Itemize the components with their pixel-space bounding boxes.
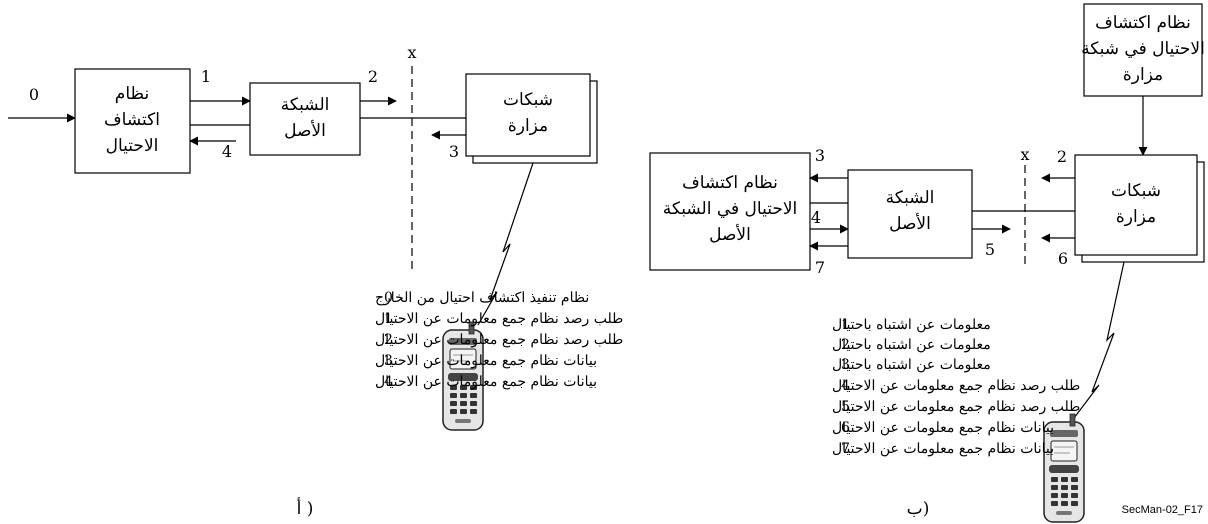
a-arrow-0-label: 0 (29, 85, 39, 104)
a-legend-text-3: بيانات نظام جمع معلومات عن الاحتيال (375, 353, 597, 369)
b-home-network-label-1: الشبكة (886, 188, 935, 208)
a-legend-num-2: 2 (384, 332, 393, 348)
b-visited-network-label-1: شبكات (1111, 181, 1161, 201)
b-home-ids-label-1: نظام اكتشاف (682, 173, 778, 193)
a-legend-text-2: طلب رصد نظام جمع معلومات عن الاحتيال (375, 332, 623, 348)
b-legend-text-5: بيانات نظام جمع معلومات عن الاحتيال (832, 420, 1054, 436)
a-legend-num-3: 3 (384, 353, 393, 369)
b-arrow-4-label: 4 (811, 208, 821, 227)
b-home-ids-label-2: الاحتيال في الشبكة (663, 199, 798, 219)
b-home-ids-label-3: الأصل (709, 224, 751, 245)
a-visited-network-label-1: شبكات (503, 90, 553, 110)
a-divider-label: x (407, 43, 416, 62)
b-visited-network-box (1075, 155, 1197, 255)
a-caption: أ ) (297, 497, 314, 519)
a-ids-label-3: الاحتيال (106, 136, 159, 156)
a-arrow-1-label: 1 (201, 67, 211, 86)
panel-a: نظام اكتشاف الاحتيال الشبكة الأصل شبكات … (8, 43, 623, 519)
b-radio-link (1074, 262, 1124, 418)
b-legend-num-1: 2 (841, 337, 850, 353)
figure-reference: SecMan-02_F17 (1122, 504, 1203, 516)
a-legend-text-4: بيانات نظام جمع معلومات عن الاحتيال (375, 374, 597, 390)
b-visited-ids-label-1: نظام اكتشاف (1095, 13, 1191, 33)
a-legend-num-0: 0 (384, 290, 393, 306)
b-legend-text-2: معلومات عن اشتباه باحتيال (832, 357, 991, 373)
b-legend-text-3: طلب رصد نظام جمع معلومات عن الاحتيال (832, 378, 1080, 394)
a-home-network-label-1: الشبكة (281, 95, 330, 115)
b-legend-num-5: 6 (841, 420, 850, 436)
b-legend-num-0: 1 (841, 317, 850, 333)
b-legend-num-4: 5 (841, 399, 850, 415)
a-arrow-3-label: 3 (449, 142, 459, 161)
b-arrow-3-label: 3 (815, 146, 825, 165)
b-caption: ب) (907, 499, 930, 519)
a-legend-num-4: 4 (384, 374, 393, 390)
a-home-network-label-2: الأصل (284, 120, 326, 141)
a-legend-text-0: نظام تنفيذ اكتشاف احتيال من الخارج (375, 290, 589, 306)
b-arrow-2-label: 2 (1057, 147, 1067, 166)
b-legend-text-0: معلومات عن اشتباه باحتيال (832, 317, 991, 333)
a-arrow-4-label: 4 (222, 142, 232, 161)
b-legend: معلومات عن اشتباه باحتيال 1 معلومات عن ا… (832, 317, 1080, 457)
a-visited-network-box (466, 74, 590, 156)
a-legend-text-1: طلب رصد نظام جمع معلومات عن الاحتيال (375, 311, 623, 327)
b-legend-num-3: 4 (841, 378, 850, 394)
a-legend: نظام تنفيذ اكتشاف احتيال من الخارج 0 طلب… (375, 290, 623, 390)
b-divider-label: x (1020, 145, 1029, 164)
b-legend-text-6: بيانات نظام جمع معلومات عن الاحتيال (832, 441, 1054, 457)
b-arrow-6-label: 6 (1058, 249, 1068, 268)
b-legend-num-6: 7 (841, 441, 850, 457)
b-visited-network-label-2: مزارة (1116, 207, 1156, 227)
b-arrow-7-label: 7 (815, 258, 825, 277)
a-legend-num-1: 1 (384, 311, 393, 327)
b-arrow-5-label: 5 (985, 240, 995, 259)
panel-b: نظام اكتشاف الاحتيال في شبكة مزارة شبكات… (650, 4, 1205, 522)
a-ids-label-2: اكتشاف (104, 110, 160, 130)
a-visited-network-label-2: مزارة (508, 116, 548, 136)
b-home-network-label-2: الأصل (889, 213, 931, 234)
a-home-network-box (250, 83, 360, 155)
b-visited-ids-label-2: الاحتيال في شبكة (1081, 39, 1205, 59)
b-legend-text-1: معلومات عن اشتباه باحتيال (832, 337, 991, 353)
b-legend-num-2: 3 (841, 357, 850, 373)
a-arrow-2-label: 2 (368, 67, 378, 86)
b-legend-text-4: طلب رصد نظام جمع معلومات عن الاحتيال (832, 399, 1080, 415)
a-ids-label-1: نظام (115, 84, 149, 104)
b-visited-ids-label-3: مزارة (1123, 65, 1163, 85)
